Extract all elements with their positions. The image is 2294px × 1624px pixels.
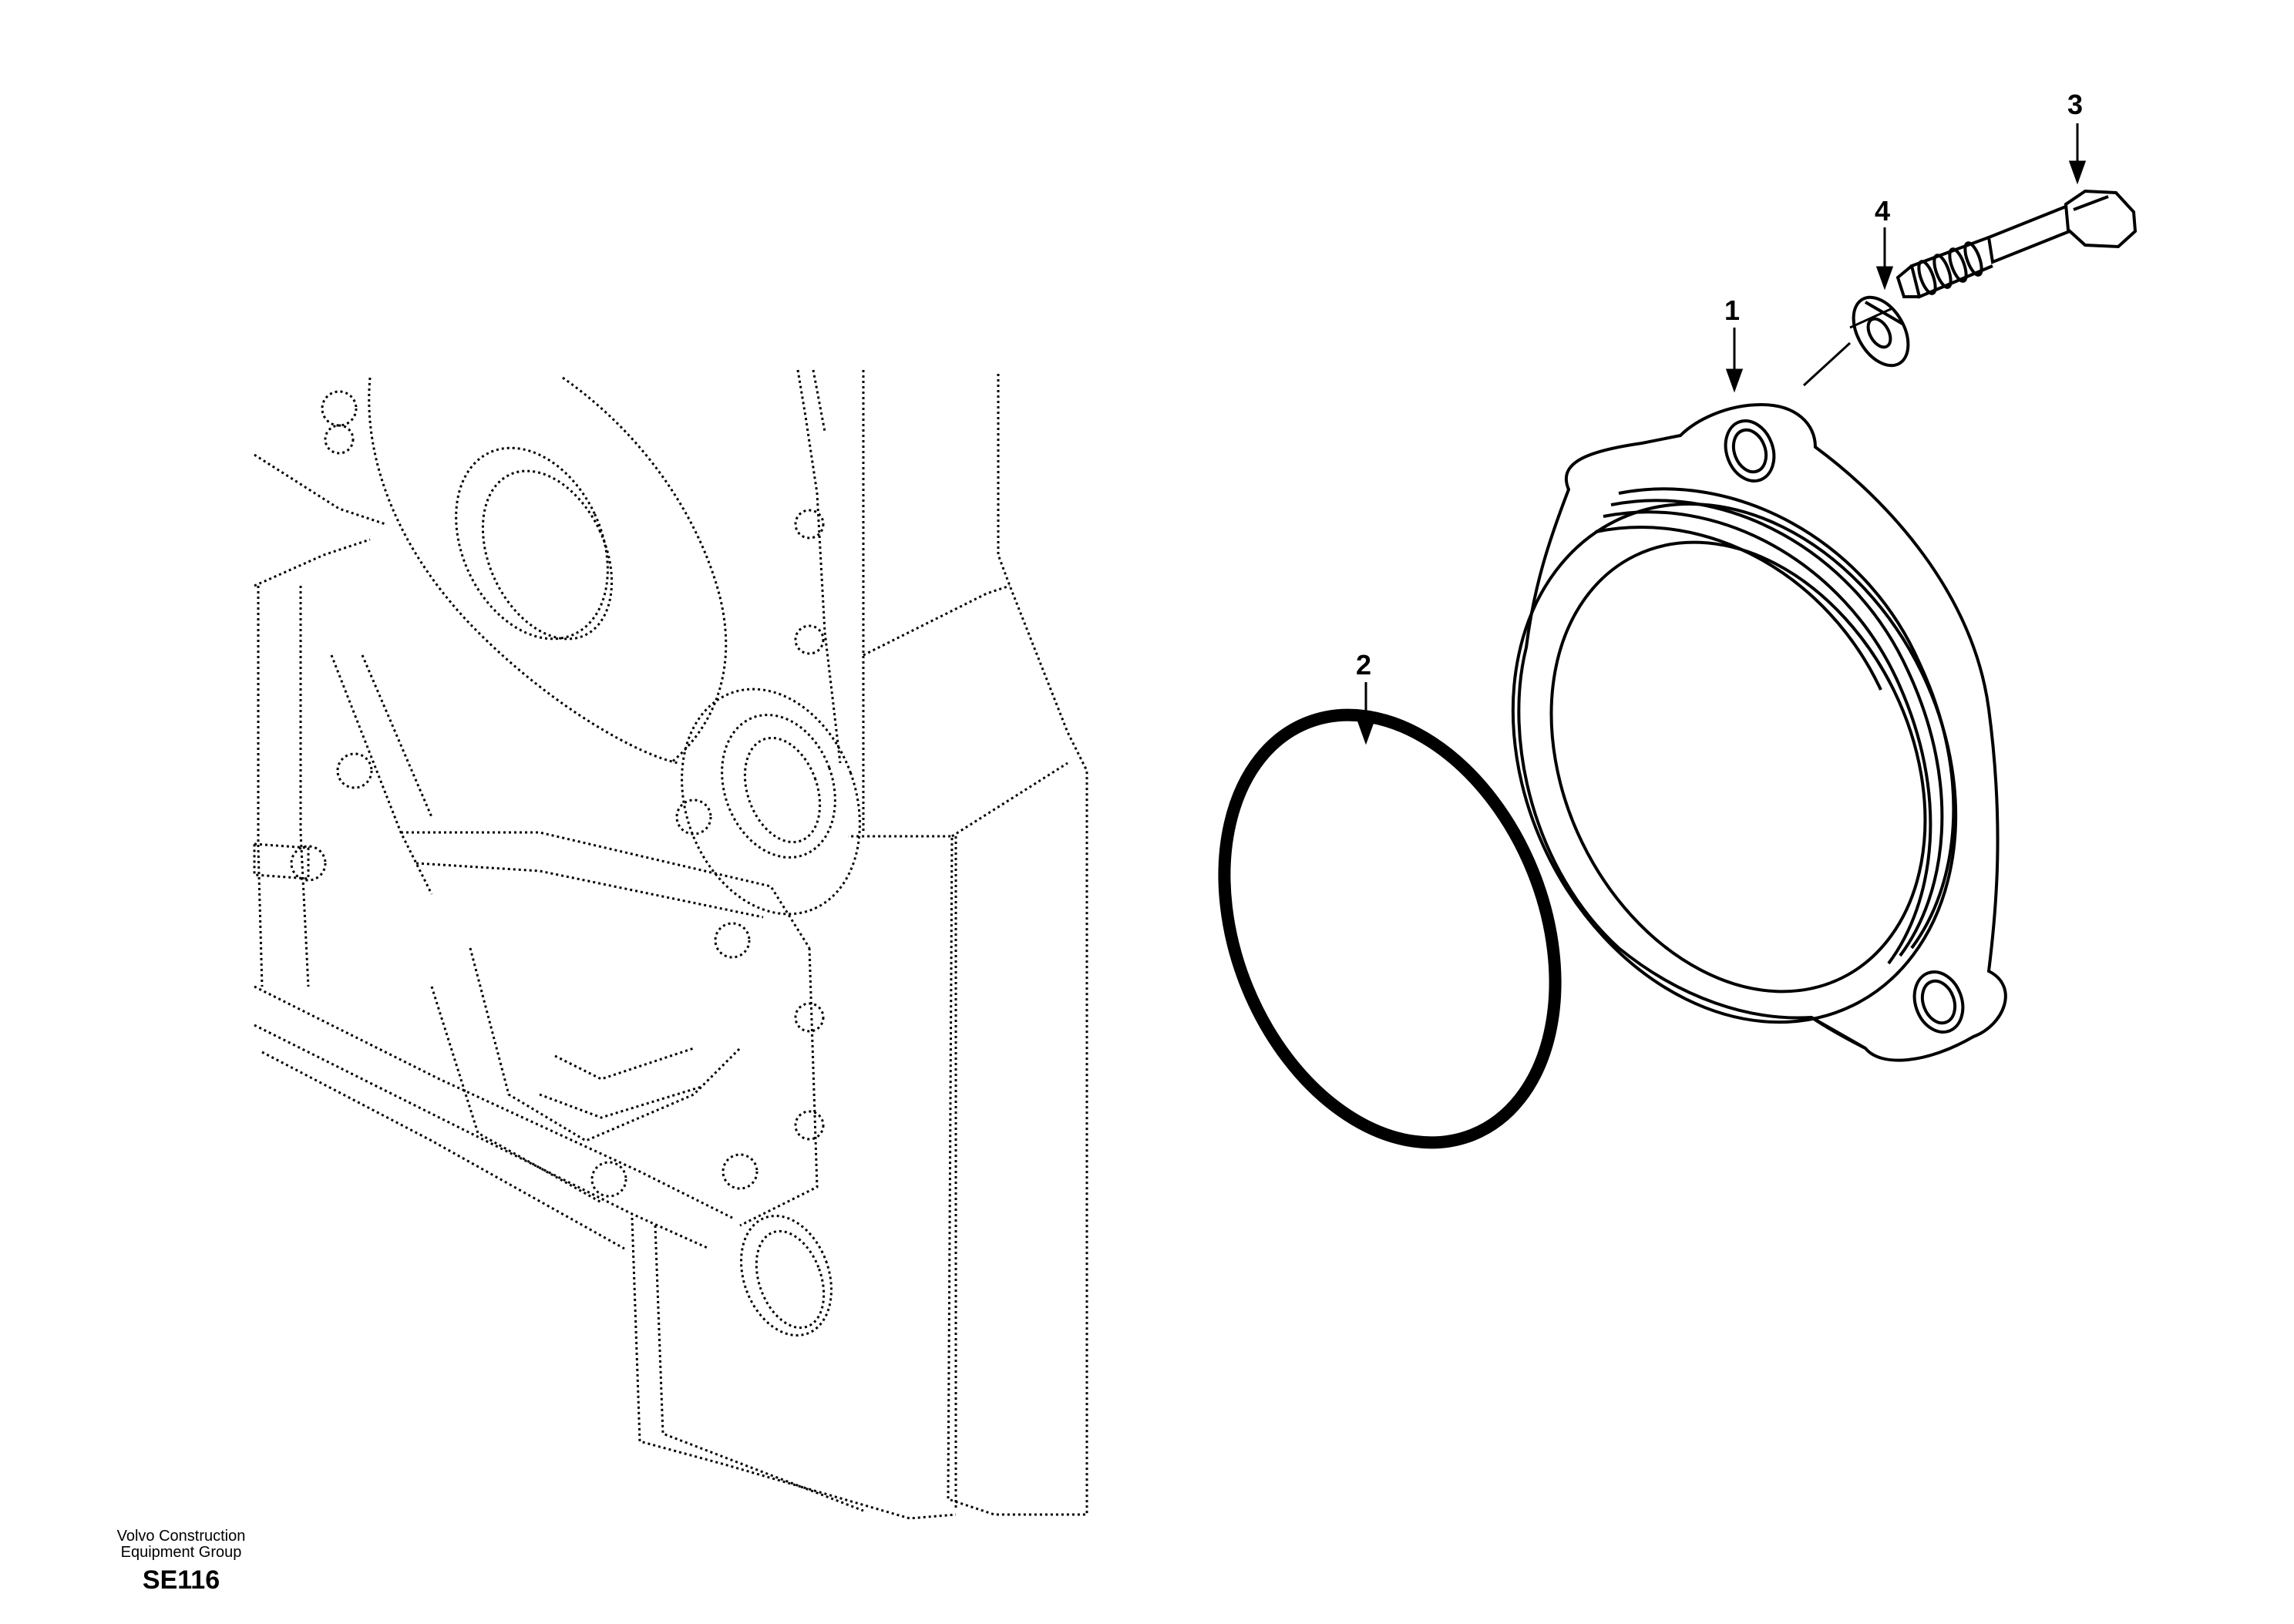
engine-block-details bbox=[253, 390, 861, 1337]
washer-part-4 bbox=[1852, 295, 1910, 368]
flange-cover-part-1 bbox=[1511, 402, 2007, 1062]
footer-company: Volvo Construction Equipment Group bbox=[77, 1528, 285, 1561]
o-ring-part-2 bbox=[1218, 708, 1562, 1149]
callout-4: 4 bbox=[1875, 195, 1891, 227]
footer-company-line1: Volvo Construction bbox=[116, 1528, 246, 1545]
callout-leaders bbox=[1357, 123, 2087, 745]
callout-2: 2 bbox=[1356, 649, 1372, 681]
footer-diagram-code: SE116 bbox=[142, 1565, 220, 1595]
assembly-axis-line bbox=[1802, 307, 1893, 387]
callout-1: 1 bbox=[1724, 294, 1741, 326]
engine-block-outline bbox=[254, 369, 1088, 1520]
footer-company-line2: Equipment Group bbox=[120, 1544, 242, 1561]
callout-3: 3 bbox=[2067, 89, 2084, 120]
bolt-part-3 bbox=[1895, 189, 2138, 299]
